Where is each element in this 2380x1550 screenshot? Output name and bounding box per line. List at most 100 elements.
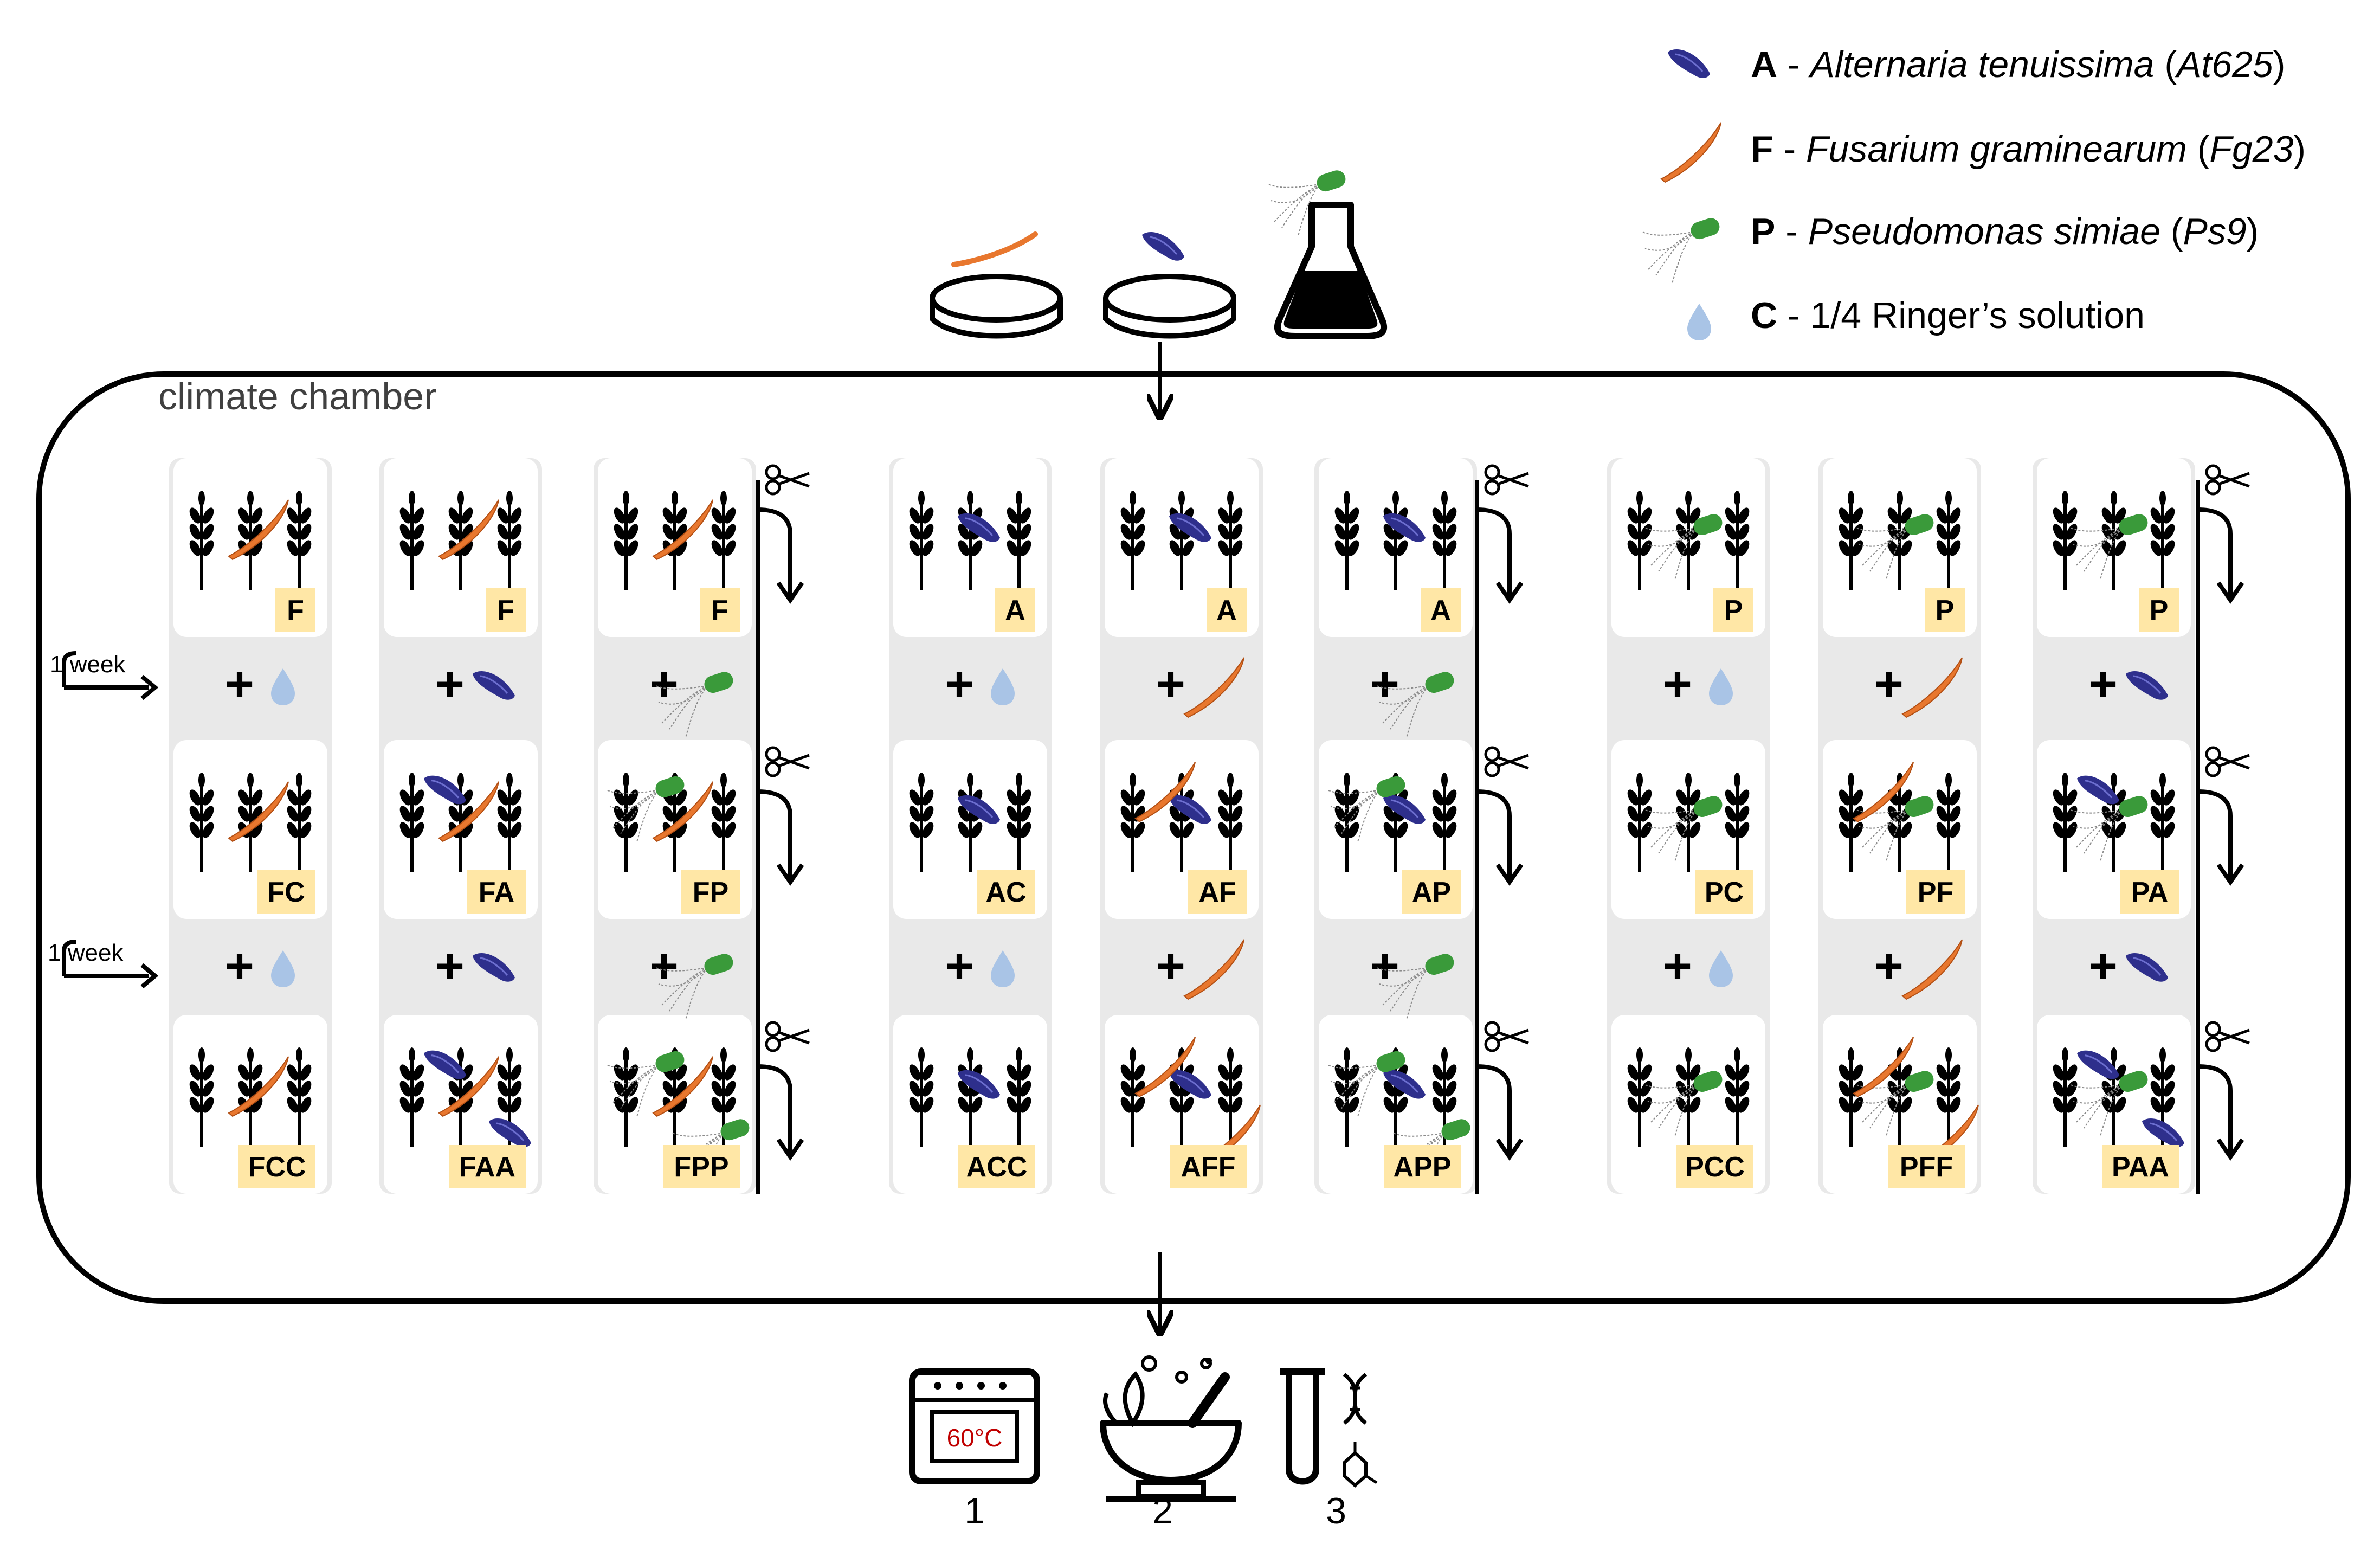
legend-letter: A — [1751, 44, 1777, 85]
plant-panel: F — [598, 458, 752, 637]
culture-flask — [1268, 168, 1388, 339]
legend-code: At625 — [2175, 44, 2273, 85]
treatment-label: APP — [1394, 1152, 1452, 1183]
molecule-icon — [1343, 1442, 1378, 1488]
treatment-label: A — [1430, 595, 1451, 626]
plus-sign: + — [435, 938, 465, 994]
plus-sign: + — [1370, 657, 1399, 712]
scissors-icon — [1484, 1021, 1529, 1052]
petri-dish-fusarium — [930, 231, 1063, 339]
plant-panel: F — [173, 458, 327, 637]
added-treatment: + — [225, 657, 295, 712]
arrow-head — [1495, 863, 1524, 886]
treatment-label: P — [1724, 595, 1743, 626]
week-arrow-1: 1 week — [50, 651, 159, 700]
chamber-label: climate chamber — [158, 375, 437, 417]
treatment-label-box — [2120, 870, 2179, 914]
dna-icon — [1343, 1373, 1368, 1425]
added-treatment: + — [225, 938, 295, 994]
treatment-label-box — [1402, 870, 1461, 914]
mortar-and-pestle-icon — [1100, 1355, 1242, 1502]
treatment-label-box — [2139, 588, 2179, 632]
treatment-label-box — [977, 870, 1035, 914]
arrow-head — [1495, 1138, 1524, 1161]
treatment-label-box — [1906, 870, 1965, 914]
plant-panel: FP — [598, 740, 752, 919]
treatment-label: AFF — [1181, 1152, 1235, 1183]
plant-panel: A — [1105, 458, 1259, 637]
treatment-label: FAA — [459, 1152, 515, 1183]
harvest-arrow — [1476, 789, 1512, 878]
plant-panel: PA — [2037, 740, 2191, 919]
treatment-label-box — [1676, 1145, 1753, 1188]
added-treatment: + — [649, 938, 736, 1020]
harvest-marker — [757, 746, 810, 886]
added-treatment: + — [1156, 938, 1244, 1000]
legend: A - Alternaria tenuissima (At625) F - Fu… — [1642, 44, 2306, 340]
added-treatment: + — [1874, 938, 1963, 1000]
plant-panel: PCC — [1611, 1015, 1765, 1194]
test-tube-icon — [1280, 1368, 1325, 1485]
legend-name: 1/4 Ringer’s solution — [1810, 295, 2145, 336]
added-treatment: + — [1663, 657, 1733, 712]
legend-name: Alternaria tenuissima — [1808, 44, 2155, 85]
plant-panel: APP — [1319, 1015, 1473, 1194]
legend-item-a: A - Alternaria tenuissima (At625) — [1667, 44, 2285, 85]
plus-sign: + — [225, 938, 254, 994]
oven-icon: 60°C — [909, 1368, 1040, 1484]
plant-panel: PFF — [1823, 1015, 1979, 1194]
treatment-label: F — [497, 595, 514, 626]
harvest-marker — [2197, 746, 2250, 886]
treatment-label: A — [1005, 595, 1025, 626]
treatment-label: PAA — [2112, 1152, 2169, 1183]
scissors-icon — [1484, 464, 1529, 496]
treatment-label-box — [995, 588, 1035, 632]
harvest-arrow — [1476, 1064, 1512, 1153]
harvest-marker — [1476, 464, 1529, 604]
treatment-label: PC — [1705, 877, 1744, 908]
treatment-label: F — [711, 595, 728, 626]
plant-panel: AFF — [1105, 1015, 1261, 1194]
treatment-label-box — [1888, 1145, 1965, 1188]
plant-panel: ACC — [893, 1015, 1047, 1194]
plant-panel: FA — [384, 740, 538, 919]
arrow-head — [776, 1138, 804, 1161]
plus-sign: + — [649, 657, 679, 712]
petri-dish-alternaria — [1103, 231, 1236, 339]
added-treatment: + — [2088, 938, 2169, 994]
treatment-label-box — [449, 1145, 526, 1188]
plus-sign: + — [225, 657, 254, 712]
legend-code: Fg23 — [2209, 128, 2293, 170]
inoculum-sources — [930, 168, 1388, 339]
plus-sign: + — [2088, 657, 2118, 712]
oven-temperature: 60°C — [947, 1424, 1003, 1452]
plant-panel: PC — [1611, 740, 1765, 919]
legend-letter: C — [1751, 295, 1777, 336]
treatment-label: FCC — [248, 1152, 306, 1183]
fusarium-spore-icon — [951, 231, 1038, 267]
treatment-label-box — [663, 1145, 740, 1188]
treatment-panels: FFCFCC++FFAFAA++FFPFPP++AACACC++AAFAFF++… — [169, 458, 2250, 1194]
arrow-head — [776, 863, 804, 886]
plus-sign: + — [945, 657, 974, 712]
treatment-label-box — [275, 588, 315, 632]
climate-chamber-outline — [36, 371, 2351, 1304]
harvest-arrow — [2197, 1064, 2233, 1153]
arrow-head — [2216, 863, 2244, 886]
plant-panel: A — [1319, 458, 1473, 637]
treatment-label-box — [958, 1145, 1035, 1188]
step-number: 2 — [1152, 1490, 1173, 1532]
treatment-label: FP — [693, 877, 728, 908]
treatment-label-box — [238, 1145, 315, 1188]
legend-item-f: F - Fusarium graminearum (Fg23) — [1661, 122, 2306, 183]
plant-panel: FPP — [598, 1015, 752, 1194]
scissors-icon — [1484, 746, 1529, 777]
treatment-label: P — [1936, 595, 1955, 626]
plus-sign: + — [1663, 657, 1692, 712]
harvest-arrow — [757, 789, 792, 878]
treatment-label: PA — [2131, 877, 2168, 908]
